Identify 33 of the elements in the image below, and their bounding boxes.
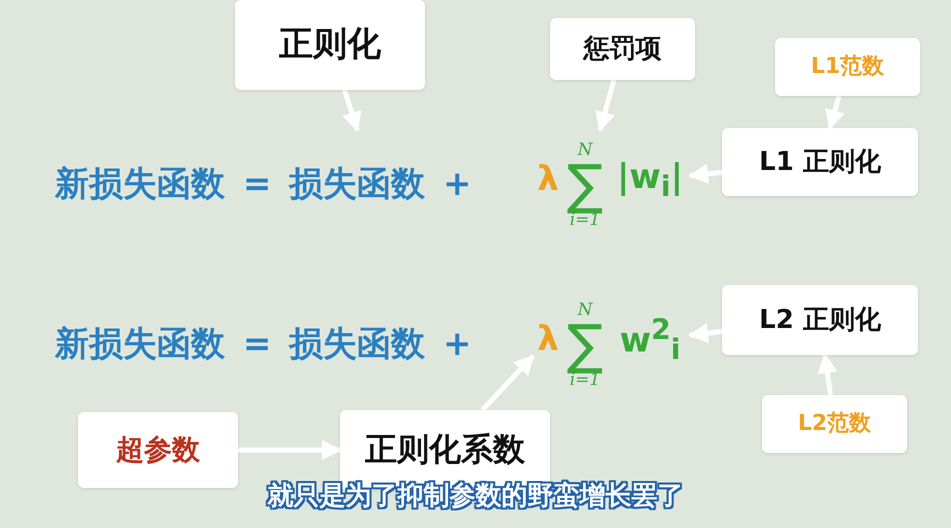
subtitle-caption: 就只是为了抑制参数的野蛮增长罢了 — [0, 478, 951, 513]
formula-term: λ — [537, 161, 559, 199]
bubble-text: L1 正则化 — [759, 148, 881, 176]
formula-term: |w$_{i}$| — [617, 158, 683, 202]
speech-bubble — [722, 128, 918, 196]
summation-symbol: ∑ — [566, 319, 604, 371]
speech-bubble — [78, 412, 238, 488]
speech-bubble — [762, 395, 907, 453]
callout-pointer — [688, 164, 722, 184]
formula-term: λ — [537, 321, 559, 359]
bubble-text: 正则化 — [279, 26, 381, 64]
summation-symbol: ∑ — [566, 159, 604, 211]
formula-text: 新损失函数 = 损失函数 + — [55, 326, 472, 364]
bubble-text: 正则化系数 — [365, 432, 525, 468]
bubble-text: L2 正则化 — [759, 306, 881, 334]
bubble-text: L2范数 — [798, 412, 872, 436]
speech-bubble — [550, 18, 695, 80]
speech-bubble — [235, 0, 425, 90]
summation-limit: N — [578, 300, 592, 320]
callout-pointer — [595, 79, 616, 132]
callout-pointer — [817, 353, 838, 396]
callout-pointer — [238, 440, 342, 460]
callout-pointer — [480, 354, 535, 412]
speech-bubble — [722, 285, 918, 355]
bubble-text: 超参数 — [116, 434, 200, 466]
callout-pointer — [342, 89, 362, 132]
speech-bubble — [775, 38, 920, 96]
bubble-text: L1范数 — [810, 54, 884, 80]
summation-limit: N — [578, 140, 592, 160]
callout-pointer — [688, 323, 722, 344]
callout-pointer — [825, 95, 844, 130]
formula-text: 新损失函数 = 损失函数 + — [55, 166, 472, 204]
bubble-text: 惩罚项 — [584, 34, 662, 64]
